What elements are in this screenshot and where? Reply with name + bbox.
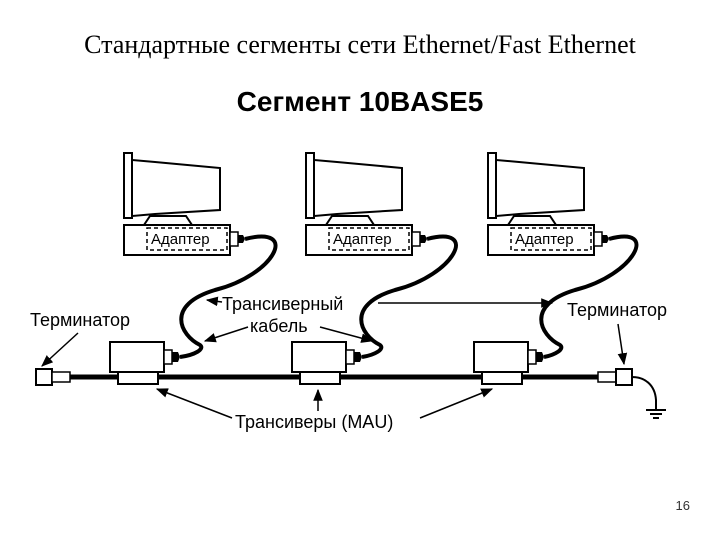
monitor-1	[123, 152, 221, 219]
arrow-terminator-left	[41, 332, 79, 367]
arrow-cable-lower-left	[203, 326, 249, 343]
transceiver-2	[291, 341, 362, 385]
monitor-2	[305, 152, 403, 219]
transceivers-label: Трансиверы (MAU)	[235, 412, 393, 432]
adapter-label-2: Адаптер	[333, 231, 392, 248]
transceiver-3	[473, 341, 544, 385]
terminator-right-label: Терминатор	[567, 300, 667, 320]
transceiver-cable-1	[179, 234, 278, 359]
adapter-card-2	[328, 227, 410, 251]
arrow-mau-left	[155, 388, 233, 419]
adapter-card-1	[146, 227, 228, 251]
computer-1: Адаптер	[123, 152, 245, 256]
adapter-card-3	[510, 227, 592, 251]
adapter-connector-3	[593, 231, 603, 247]
terminator-left	[35, 368, 71, 386]
monitor-3	[487, 152, 585, 219]
computer-2: Адаптер	[305, 152, 427, 256]
page-number: 16	[675, 498, 690, 513]
transceiver-1	[109, 341, 180, 385]
transceiver-cable-label-line1: Трансиверный	[222, 294, 343, 314]
adapter-label-3: Адаптер	[515, 231, 574, 248]
computer-3: Адаптер	[487, 152, 609, 256]
transceiver-cable-2	[359, 234, 458, 359]
slide-title: Стандартные сегменты сети Ethernet/Fast …	[84, 30, 636, 59]
arrow-terminator-right	[617, 323, 628, 366]
terminator-left-label: Терминатор	[30, 310, 130, 330]
terminator-right	[597, 368, 657, 410]
arrow-mau-right	[419, 388, 494, 419]
adapter-connector-2	[411, 231, 421, 247]
system-unit-1	[123, 224, 231, 256]
transceiver-cable-label-line2: кабель	[250, 316, 308, 336]
system-unit-2	[305, 224, 413, 256]
slide-subtitle: Сегмент 10BASE5	[236, 86, 484, 117]
ground-icon	[646, 409, 666, 419]
arrow-cable-left	[205, 296, 223, 307]
arrow-cable-lower-right	[319, 326, 374, 343]
adapter-label-1: Адаптер	[151, 231, 210, 248]
adapter-connector-1	[229, 231, 239, 247]
